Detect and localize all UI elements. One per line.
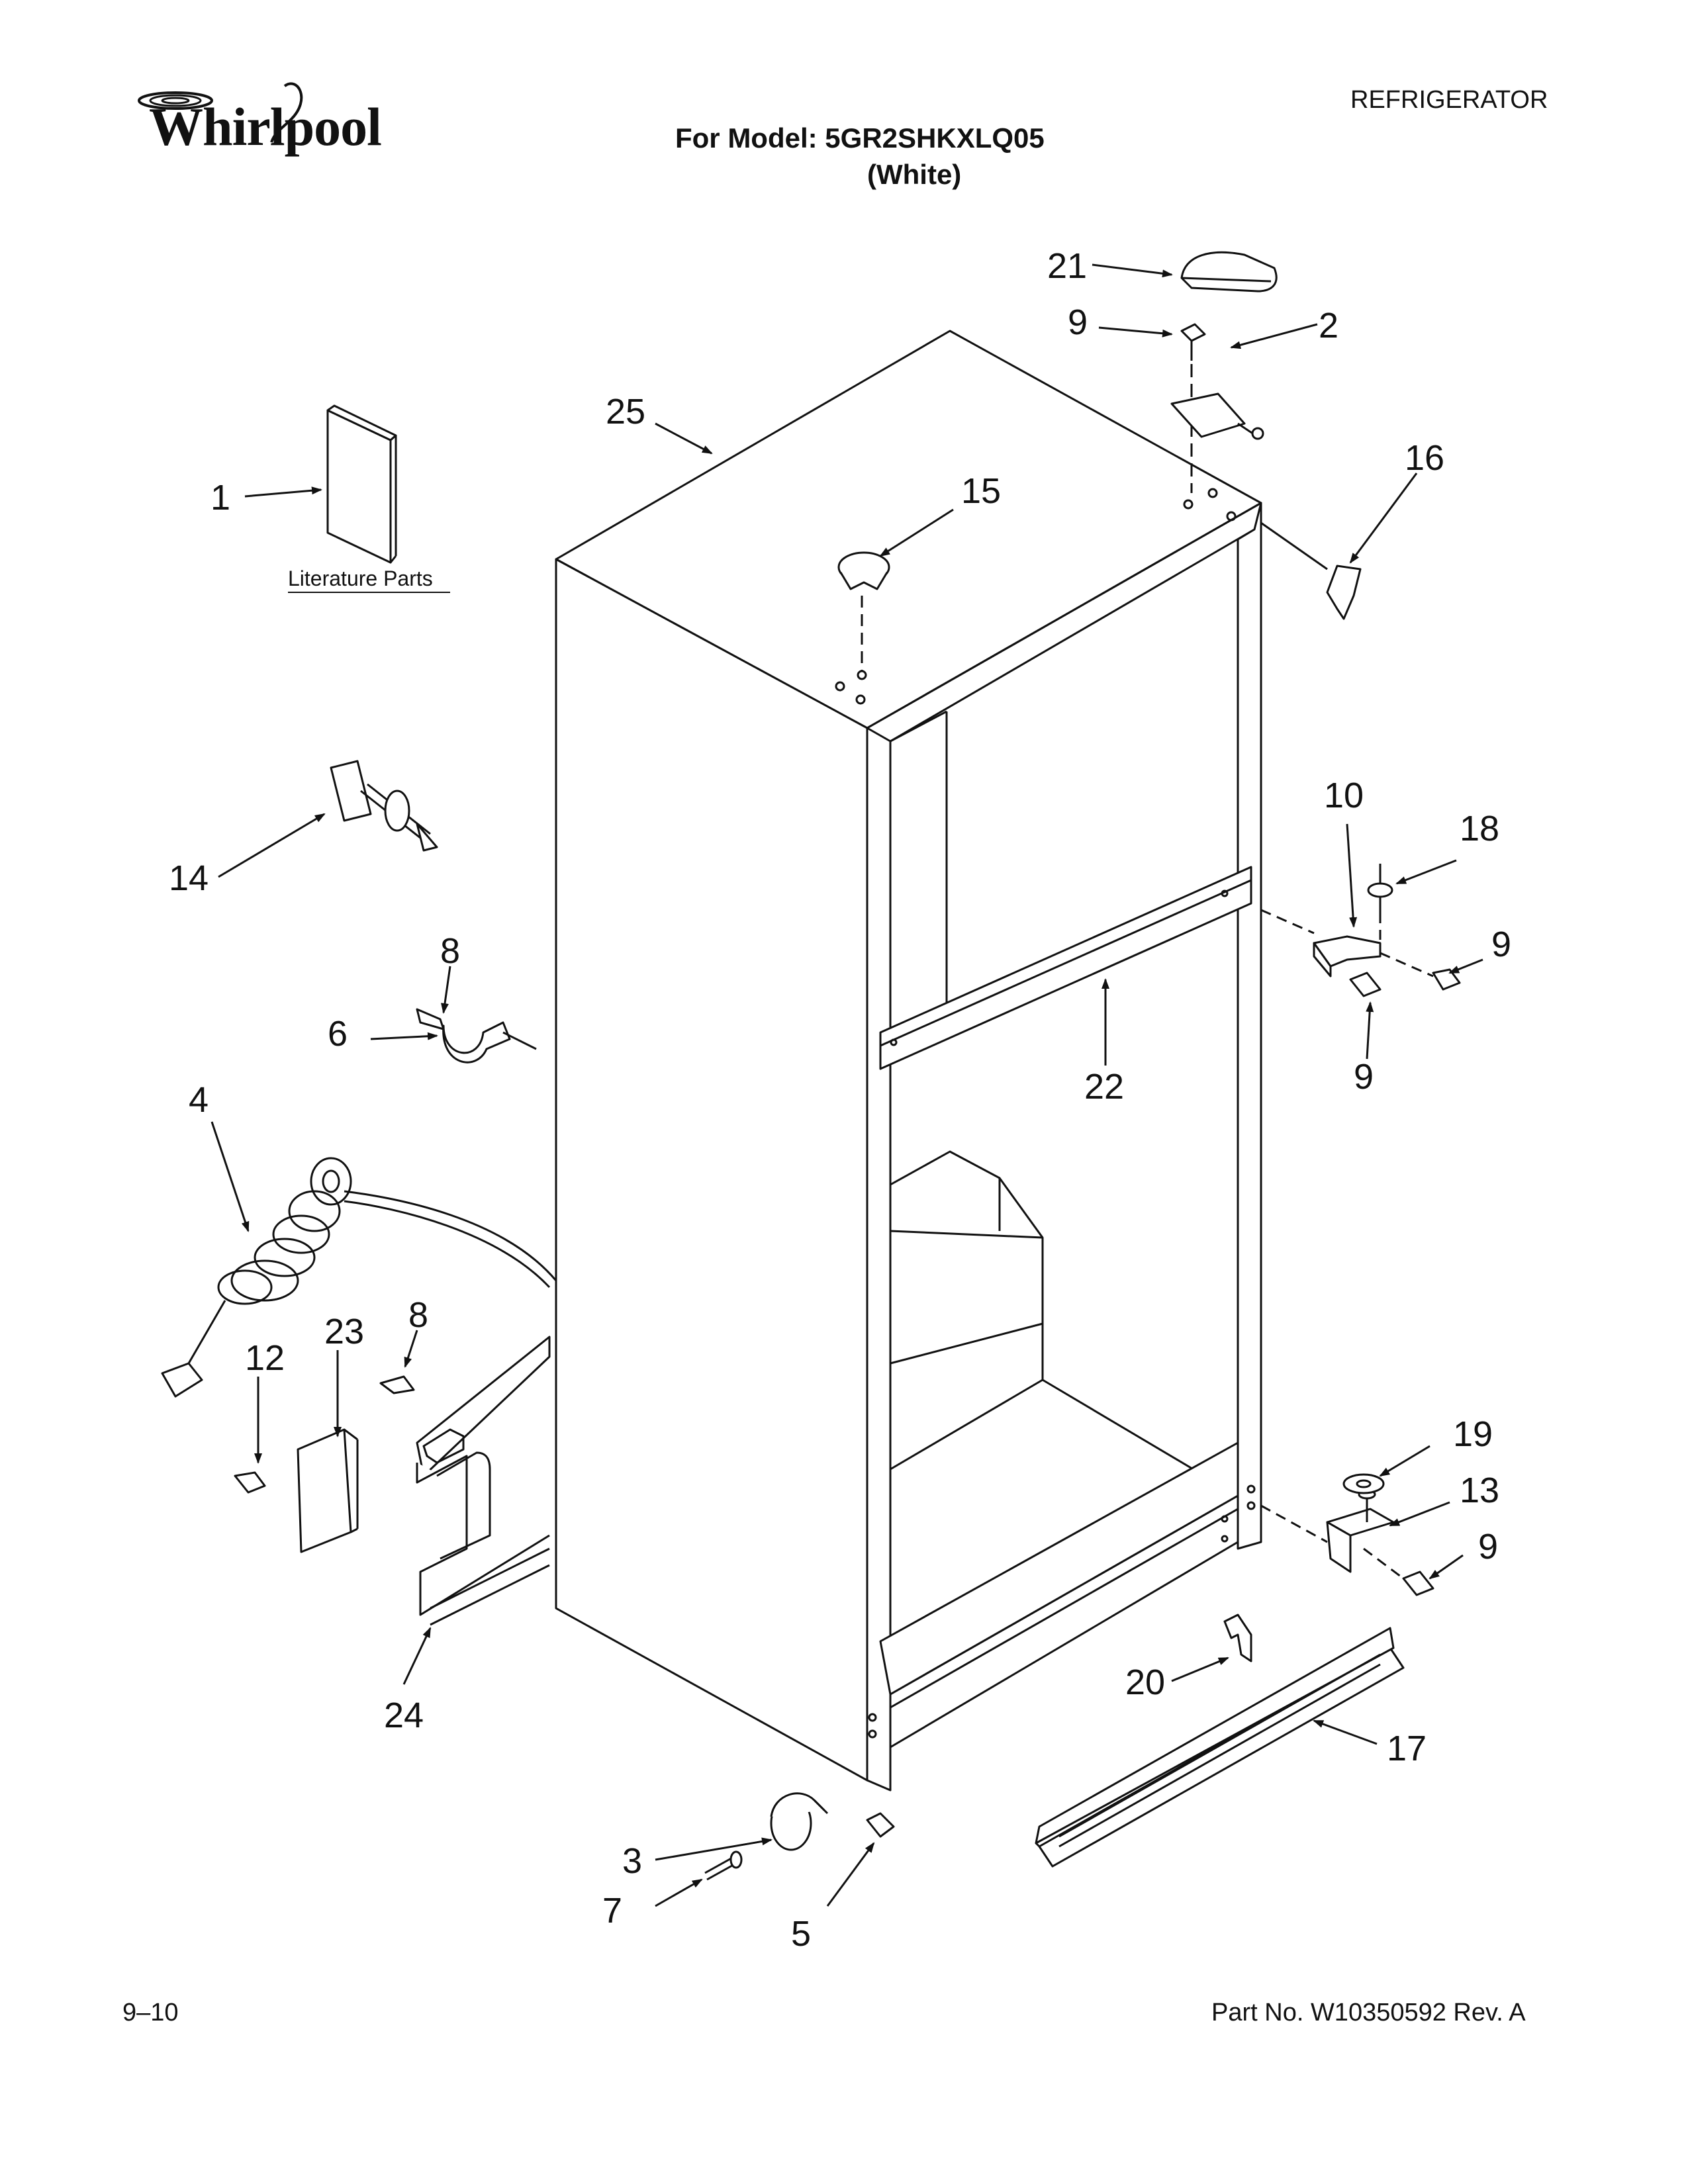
callout-19: 19 <box>1453 1414 1493 1454</box>
leader-lines <box>211 263 1483 1907</box>
power-cord-4 <box>161 1157 557 1398</box>
roller-3 <box>770 1792 829 1851</box>
brand-wordmark: Whirlpool <box>149 97 382 157</box>
clamp-6 <box>416 1008 537 1064</box>
literature-parts-label: Literature Parts <box>288 567 433 590</box>
category-label: REFRIGERATOR <box>1350 86 1548 114</box>
cover-23 <box>234 1428 359 1553</box>
callout-9-lower: 9 <box>1354 1057 1374 1097</box>
toe-grille-17 <box>1035 1627 1405 1868</box>
callout-8-lower: 8 <box>408 1295 428 1335</box>
color-subtitle: (White) <box>867 159 962 190</box>
hinge-cover-16 <box>1260 522 1362 620</box>
mounting-bracket-24 <box>379 1336 551 1626</box>
callout-21: 21 <box>1047 246 1087 286</box>
callout-9-bottom: 9 <box>1478 1527 1498 1567</box>
callout-5: 5 <box>791 1914 811 1954</box>
plug-button-15 <box>837 551 890 672</box>
callout-16: 16 <box>1405 438 1444 478</box>
screw-5 <box>866 1812 895 1838</box>
top-hinge-assembly <box>1170 323 1264 493</box>
callout-2: 2 <box>1319 306 1338 345</box>
callout-10: 10 <box>1324 776 1364 815</box>
leveling-bolt-14 <box>330 760 438 852</box>
literature-booklet <box>326 404 397 564</box>
callout-9-right: 9 <box>1491 925 1511 964</box>
callout-22: 22 <box>1084 1067 1124 1107</box>
callout-23: 23 <box>324 1312 364 1351</box>
axle-pin-7 <box>704 1850 743 1881</box>
callout-3: 3 <box>622 1841 642 1881</box>
screws-9 <box>1349 968 1461 1596</box>
callout-4: 4 <box>189 1080 209 1120</box>
callout-13: 13 <box>1460 1471 1499 1510</box>
callout-6: 6 <box>328 1014 348 1054</box>
divider-rail <box>879 866 1252 1070</box>
date-code: 9–10 <box>122 1999 179 2026</box>
callout-1: 1 <box>211 478 230 518</box>
bottom-hinge-13 <box>1260 1473 1404 1580</box>
callout-17: 17 <box>1387 1729 1427 1768</box>
callout-9-top: 9 <box>1068 302 1088 342</box>
callout-20: 20 <box>1125 1662 1165 1702</box>
grille-clip-20 <box>1223 1614 1252 1662</box>
callout-18: 18 <box>1460 809 1499 848</box>
callout-25: 25 <box>606 392 645 432</box>
callout-8-upper: 8 <box>440 931 460 971</box>
callout-12: 12 <box>245 1338 285 1378</box>
cabinet-shell <box>555 330 1262 1792</box>
whirlpool-logo <box>132 79 305 156</box>
callout-24: 24 <box>384 1696 424 1735</box>
center-hinge-10 <box>1260 864 1434 978</box>
top-cover-part <box>1180 251 1278 293</box>
part-number: Part No. W10350592 Rev. A <box>1211 1999 1526 2026</box>
model-title: For Model: 5GR2SHKXLQ05 <box>675 122 1045 154</box>
callout-7: 7 <box>602 1891 622 1931</box>
callout-14: 14 <box>169 858 209 898</box>
callout-15: 15 <box>961 471 1001 511</box>
